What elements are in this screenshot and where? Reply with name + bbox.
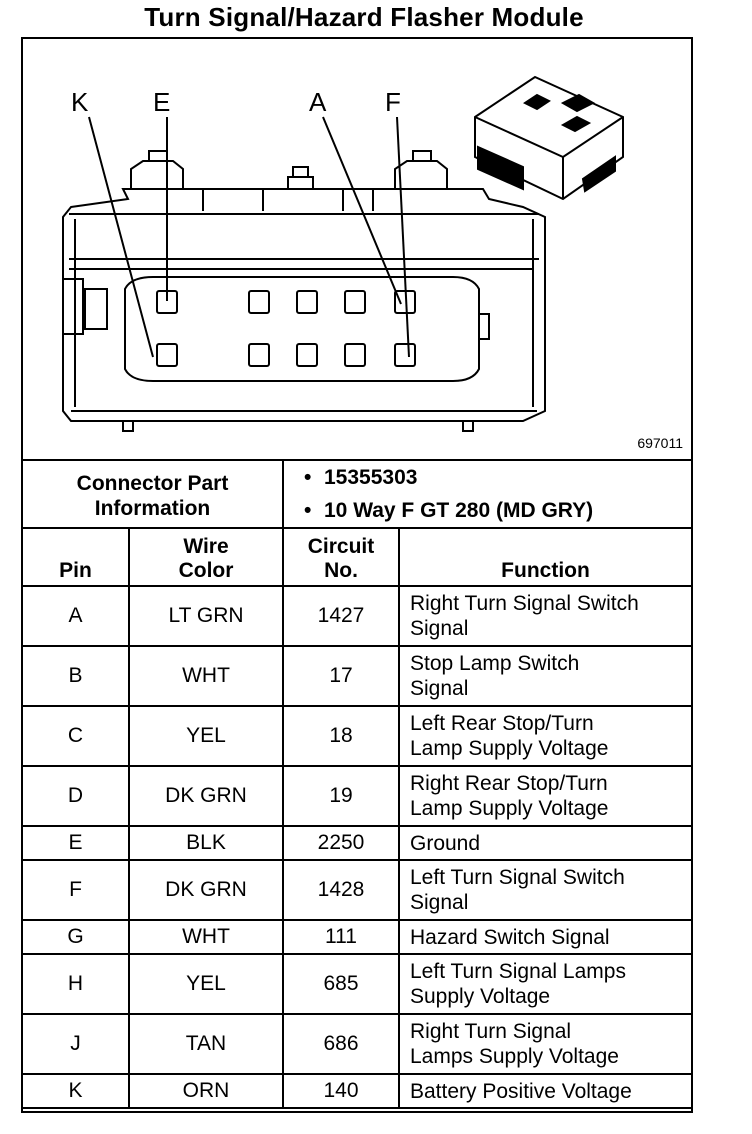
wire-color-cell: BLK [128, 825, 284, 861]
figure-id: 697011 [637, 435, 683, 451]
function-cell: Ground [397, 825, 692, 861]
function-cell: Right Rear Stop/Turn Lamp Supply Voltage [397, 765, 692, 827]
circuit-cell: 140 [282, 1073, 400, 1109]
circuit-cell: 686 [282, 1013, 400, 1075]
function-line-2: Signal [410, 617, 469, 640]
function-line-2: Signal [410, 677, 469, 700]
connector-info-values: 15355303 10 Way F GT 280 (MD GRY) [281, 459, 692, 529]
table-row: K ORN 140 Battery Positive Voltage [23, 1073, 692, 1109]
table-row: B WHT 17 Stop Lamp Switch Signal [23, 645, 692, 707]
wire-color-cell: YEL [128, 953, 284, 1015]
function-line-1: Stop Lamp Switch [410, 652, 580, 675]
wire-color-cell: LT GRN [128, 585, 284, 647]
circuit-cell: 2250 [282, 825, 400, 861]
function-line-1: Right Turn Signal [410, 1020, 572, 1043]
header-circuit: Circuit No. [282, 527, 400, 587]
document-frame: K E A F 697011 Connector Part Informatio… [21, 37, 693, 1113]
table-row: F DK GRN 1428 Left Turn Signal Switch Si… [23, 859, 692, 921]
wire-color-cell: DK GRN [128, 765, 284, 827]
function-cell: Right Turn Signal Switch Signal [397, 585, 692, 647]
function-cell: Stop Lamp Switch Signal [397, 645, 692, 707]
function-line-2: Signal [410, 891, 469, 914]
pin-label-f: F [385, 87, 401, 117]
wire-color-cell: TAN [128, 1013, 284, 1075]
table-row: A LT GRN 1427 Right Turn Signal Switch S… [23, 585, 692, 647]
function-cell: Battery Positive Voltage [397, 1073, 692, 1109]
function-cell: Hazard Switch Signal [397, 919, 692, 955]
connector-part-number: 15355303 [324, 461, 691, 494]
function-cell: Left Turn Signal Switch Signal [397, 859, 692, 921]
function-line-1: Left Rear Stop/Turn [410, 712, 594, 735]
function-line-1: Left Turn Signal Lamps [410, 960, 626, 983]
table-row: J TAN 686 Right Turn Signal Lamps Supply… [23, 1013, 692, 1075]
function-line-1: Hazard Switch Signal [410, 925, 610, 949]
header-wire-color: Wire Color [128, 527, 284, 587]
function-line-2: Lamp Supply Voltage [410, 797, 609, 820]
header-function: Function [397, 527, 692, 587]
circuit-cell: 1427 [282, 585, 400, 647]
function-cell: Left Rear Stop/Turn Lamp Supply Voltage [397, 705, 692, 767]
circuit-cell: 19 [282, 765, 400, 827]
circuit-cell: 111 [282, 919, 400, 955]
table-row: E BLK 2250 Ground [23, 825, 692, 861]
connector-drawing [62, 75, 624, 432]
pin-cell: D [23, 765, 130, 827]
function-line-1: Battery Positive Voltage [410, 1079, 632, 1103]
function-cell: Right Turn Signal Lamps Supply Voltage [397, 1013, 692, 1075]
table-row: G WHT 111 Hazard Switch Signal [23, 919, 692, 955]
wire-color-cell: WHT [128, 645, 284, 707]
table-row: C YEL 18 Left Rear Stop/Turn Lamp Supply… [23, 705, 692, 767]
circuit-cell: 1428 [282, 859, 400, 921]
header-pin: Pin [23, 527, 130, 587]
pin-label-a: A [309, 87, 327, 117]
pinout-rows: A LT GRN 1427 Right Turn Signal Switch S… [23, 585, 692, 1109]
pinout-table: Connector Part Information 15355303 10 W… [23, 459, 692, 1109]
pin-label-e: E [153, 87, 171, 117]
function-line-2: Supply Voltage [410, 985, 551, 1008]
wire-color-cell: ORN [128, 1073, 284, 1109]
function-line-1: Left Turn Signal Switch [410, 866, 625, 889]
function-line-1: Right Turn Signal Switch [410, 592, 639, 615]
function-line-1: Ground [410, 831, 481, 855]
table-row: D DK GRN 19 Right Rear Stop/Turn Lamp Su… [23, 765, 692, 827]
table-row: H YEL 685 Left Turn Signal Lamps Supply … [23, 953, 692, 1015]
pin-cell: H [23, 953, 130, 1015]
connector-info-label: Connector Part Information [23, 459, 284, 529]
pin-cell: C [23, 705, 130, 767]
function-line-2: Lamps Supply Voltage [410, 1045, 619, 1068]
function-cell: Left Turn Signal Lamps Supply Voltage [397, 953, 692, 1015]
pin-cell: J [23, 1013, 130, 1075]
pin-cell: G [23, 919, 130, 955]
page-title: Turn Signal/Hazard Flasher Module [144, 2, 584, 32]
pin-cell: B [23, 645, 130, 707]
circuit-cell: 17 [282, 645, 400, 707]
function-line-2: Lamp Supply Voltage [410, 737, 609, 760]
connector-info-row: Connector Part Information 15355303 10 W… [23, 459, 692, 529]
pin-cell: F [23, 859, 130, 921]
connector-description: 10 Way F GT 280 (MD GRY) [324, 494, 691, 527]
pin-label-k: K [71, 87, 89, 117]
function-line-1: Right Rear Stop/Turn [410, 772, 608, 795]
header-row: Pin Wire Color Circuit No. Function [23, 527, 692, 587]
circuit-cell: 18 [282, 705, 400, 767]
pin-cell: K [23, 1073, 130, 1109]
wire-color-cell: YEL [128, 705, 284, 767]
wire-color-cell: DK GRN [128, 859, 284, 921]
wire-color-cell: WHT [128, 919, 284, 955]
connector-figure: K E A F 697011 [23, 39, 691, 459]
pin-cell: A [23, 585, 130, 647]
circuit-cell: 685 [282, 953, 400, 1015]
pin-cell: E [23, 825, 130, 861]
